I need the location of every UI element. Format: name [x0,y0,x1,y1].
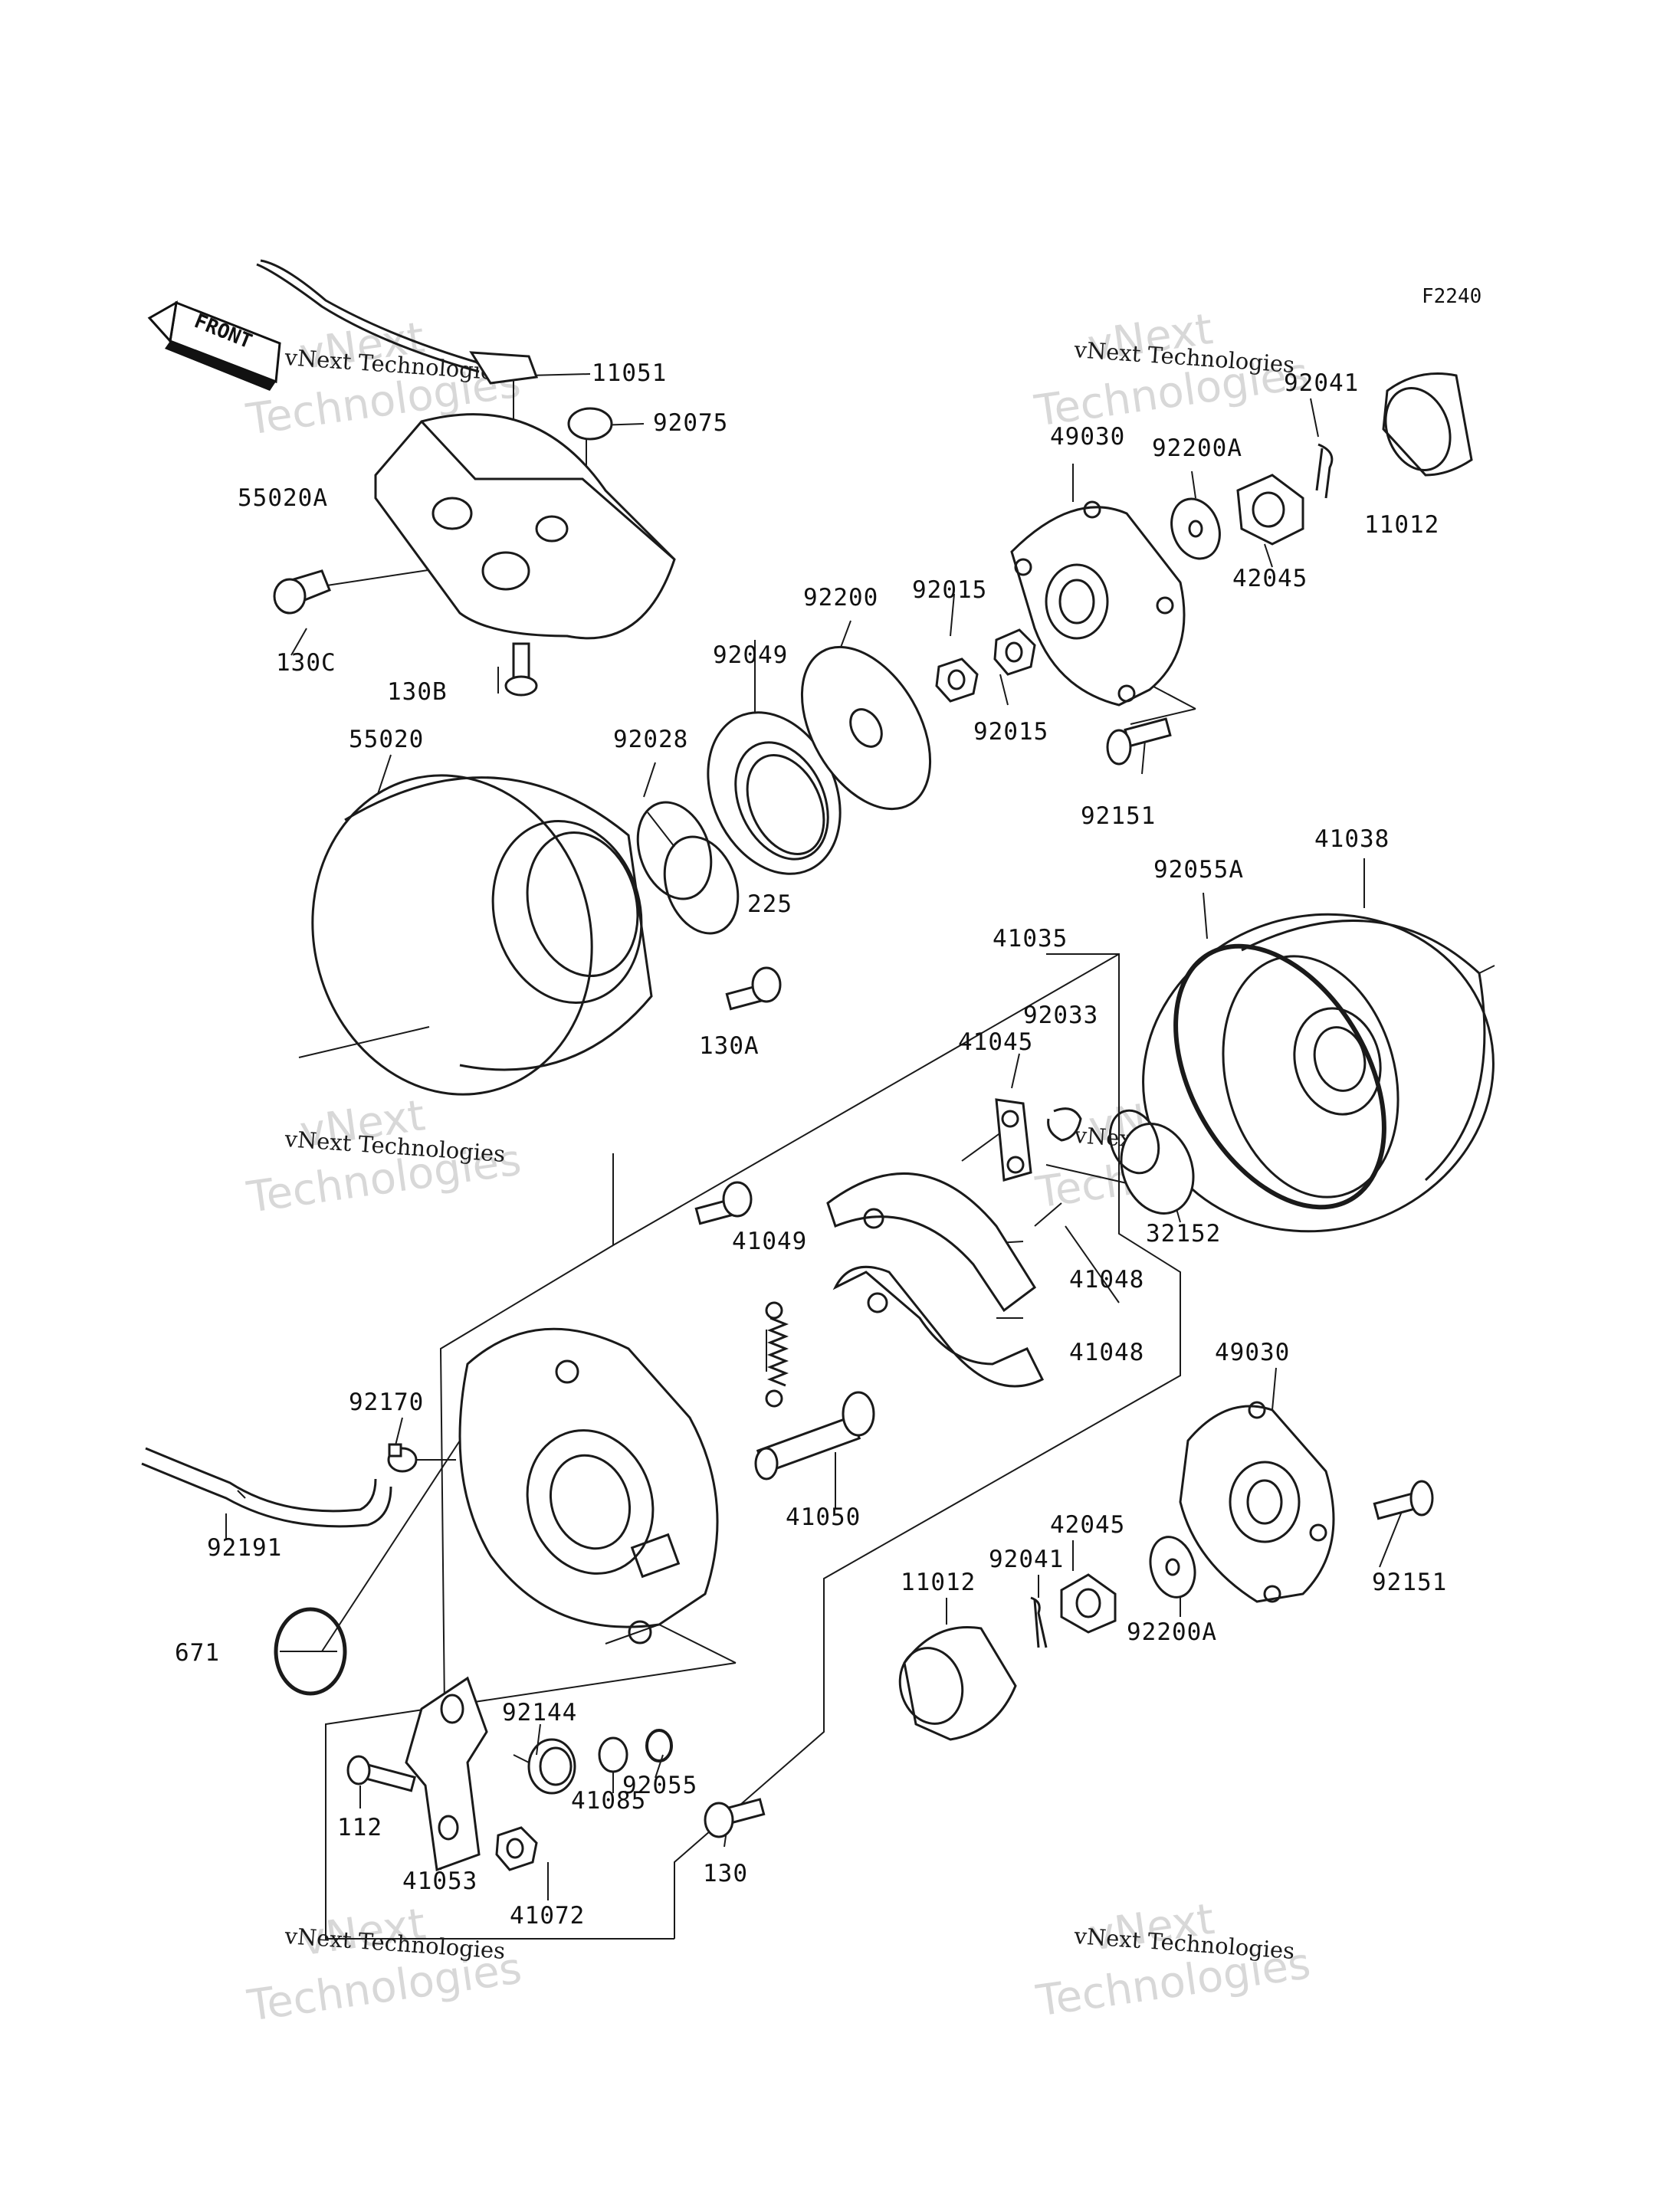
label-130A: 130A [699,1032,760,1060]
label-92015a: 92015 [912,576,987,604]
castle-nut-42045-top [1236,474,1304,546]
label-92200A-bottom: 92200A [1127,1618,1217,1646]
label-41072: 41072 [510,1902,585,1930]
label-41050: 41050 [786,1503,861,1531]
front-arrow-icon: FRONT [147,300,281,391]
label-11012-bottom: 11012 [901,1569,976,1596]
brake-drum-41038 [1142,913,1495,1233]
washer-92200A-bottom [1149,1536,1196,1599]
washer-92200 [800,645,932,811]
label-41038: 41038 [1314,825,1390,853]
o-ring-671 [274,1607,347,1696]
o-ring-92055 [645,1729,673,1763]
cam-shaft-41050 [754,1391,875,1481]
label-41085: 41085 [571,1787,646,1815]
torsion-spring-92144 [513,1738,576,1795]
bolt-112 [346,1755,416,1792]
label-41048b: 41048 [1069,1339,1144,1366]
seal-92049 [707,711,842,875]
nut-92015a [935,657,979,703]
bolt-130C [273,569,331,615]
cotter-pin-92041-top [1315,443,1334,499]
brake-shoe-41048a [826,1172,1037,1313]
label-112: 112 [337,1814,382,1841]
label-11012-top: 11012 [1364,511,1439,539]
label-42045-top: 42045 [1232,565,1308,592]
hose-92191 [141,1447,392,1528]
label-41048a: 41048 [1069,1266,1144,1294]
label-92075: 92075 [653,409,728,437]
spring-41049 [765,1301,789,1408]
cable-bracket-11051 [256,259,539,385]
label-92028: 92028 [613,726,688,753]
label-41045: 41045 [958,1028,1033,1056]
label-671: 671 [175,1639,220,1667]
nut-92015b [993,628,1036,676]
label-92015b: 92015 [973,718,1048,746]
label-41053: 41053 [402,1867,477,1895]
washer-41085 [598,1736,628,1773]
bolt-130A [694,1181,753,1225]
plug-92075 [567,407,613,441]
label-49030-bottom: 49030 [1215,1339,1290,1366]
label-130B: 130B [387,678,448,706]
label-130C: 130C [276,649,336,677]
collar-92028 [636,801,740,935]
label-42045-bottom: 42045 [1050,1511,1125,1539]
label-225: 225 [747,890,792,918]
brake-shoe-41048b [832,1265,1045,1388]
label-55020: 55020 [349,726,424,753]
part-labels: 11051 92075 55020A 130C 130B 55020 92028… [175,359,1447,1930]
cap-11012-top [1382,372,1473,477]
link-41045 [995,1098,1032,1182]
stud-92151-top [1106,717,1172,766]
hub-49030-top [1010,500,1186,707]
washer-92200A-top [1170,497,1221,560]
label-92049: 92049 [713,641,788,669]
label-32152: 32152 [1146,1220,1221,1248]
label-92041-top: 92041 [1284,369,1359,397]
label-92200A-top: 92200A [1152,434,1242,462]
label-92033: 92033 [1023,1002,1098,1029]
backing-plate [458,1327,719,1644]
label-92151-bottom: 92151 [1372,1569,1447,1596]
clamp-92170 [387,1443,418,1473]
hub-49030-bottom [1179,1401,1335,1603]
cover-55020A [374,413,676,640]
label-41035: 41035 [993,925,1068,953]
label-92055A: 92055A [1153,856,1244,884]
label-92200: 92200 [803,584,878,612]
o-ring-92055A [1173,943,1386,1210]
bolt-225 [725,966,782,1011]
castle-nut-42045-bottom [1060,1573,1117,1634]
figure-code: F2240 [1422,285,1481,308]
label-92055: 92055 [622,1772,697,1799]
label-130: 130 [703,1860,748,1887]
stud-92151-bottom [1373,1480,1434,1520]
label-41049: 41049 [732,1228,807,1255]
label-92170: 92170 [349,1389,424,1416]
cotter-pin-92041-bottom [1030,1596,1048,1648]
brake-lever-41053 [405,1676,488,1872]
label-92144: 92144 [502,1699,577,1726]
label-92151-top: 92151 [1081,802,1156,830]
brake-cover-55020 [298,774,653,1096]
label-11051: 11051 [592,359,667,387]
label-92041-bottom: 92041 [989,1546,1064,1573]
bolt-130B [504,642,538,697]
cap-11012-bottom [898,1625,1017,1741]
bolt-130 [704,1798,766,1838]
label-49030-top: 49030 [1050,423,1125,451]
label-55020A: 55020A [238,484,328,512]
bearing-32152 [1108,1109,1195,1215]
circlip-92033 [1047,1107,1082,1142]
nut-41072 [495,1826,538,1871]
label-92191: 92191 [207,1534,282,1562]
